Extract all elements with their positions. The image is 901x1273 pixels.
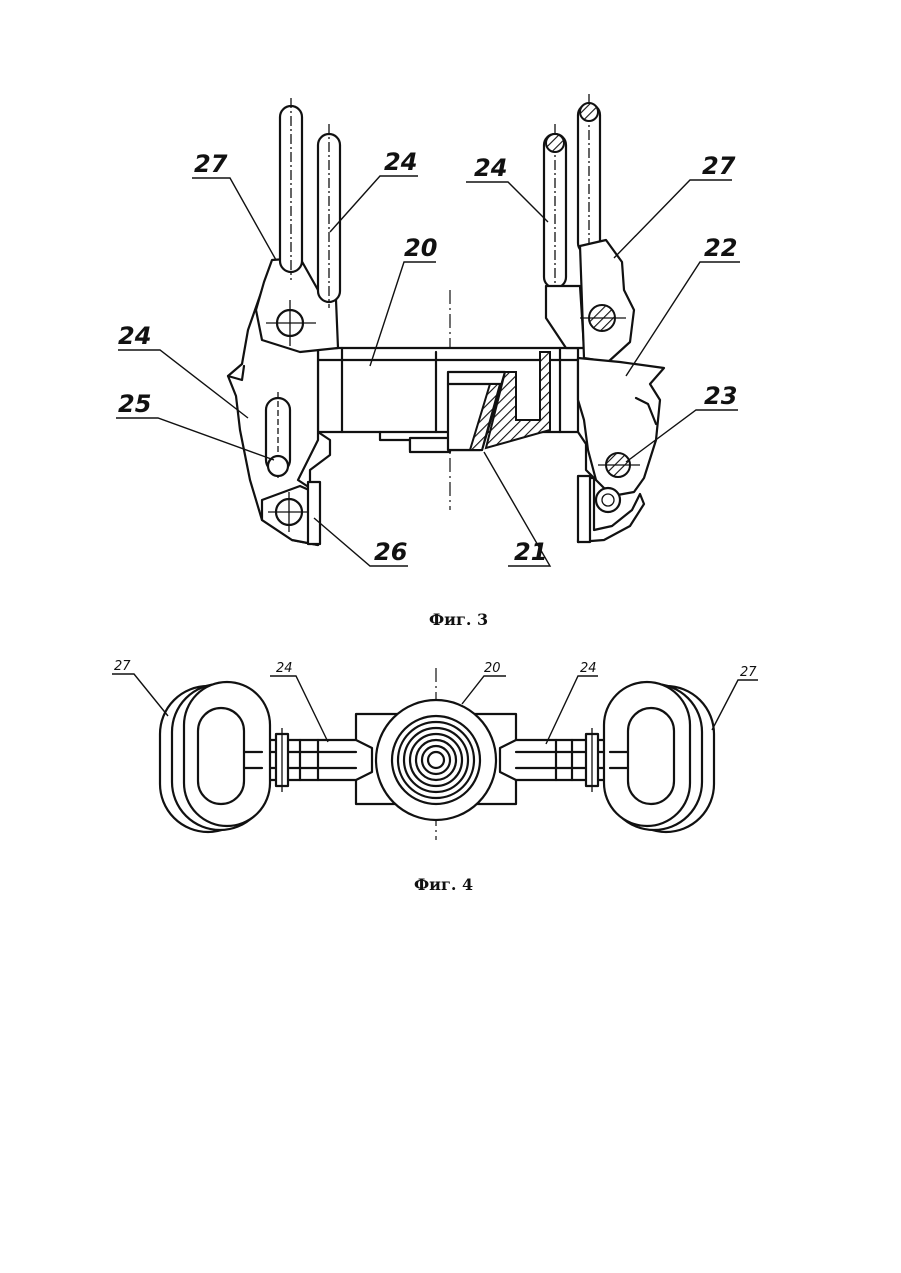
left-lever-27 bbox=[256, 98, 340, 352]
label-25: 25 bbox=[118, 390, 151, 418]
right-handle-27-top bbox=[604, 682, 714, 832]
left-handle-27-top bbox=[160, 682, 270, 832]
label-27-left: 27 bbox=[194, 150, 228, 178]
label-20-top: 20 bbox=[484, 661, 501, 676]
label-27-right-top: 27 bbox=[740, 665, 757, 680]
figure-3: 27 24 20 24 27 22 24 25 23 26 21 Фиг. 3 bbox=[116, 94, 740, 629]
central-body-20-top bbox=[356, 700, 516, 820]
label-24-left-side: 24 bbox=[118, 322, 151, 350]
label-22: 22 bbox=[704, 234, 737, 262]
label-24-left-top: 24 bbox=[384, 148, 417, 176]
label-23: 23 bbox=[704, 382, 737, 410]
label-27-left-top: 27 bbox=[114, 659, 131, 674]
label-27-right: 27 bbox=[702, 152, 736, 180]
label-20: 20 bbox=[404, 234, 437, 262]
label-26: 26 bbox=[374, 538, 407, 566]
figure-3-caption: Фиг. 3 bbox=[429, 610, 488, 629]
figure-4-caption: Фиг. 4 bbox=[414, 875, 473, 894]
right-clamp-22-23 bbox=[578, 358, 664, 542]
label-24-right-arm: 24 bbox=[580, 661, 597, 676]
label-24-left-arm: 24 bbox=[276, 661, 293, 676]
label-21: 21 bbox=[514, 538, 547, 566]
right-lever-27 bbox=[580, 240, 634, 362]
label-24-right-top: 24 bbox=[474, 154, 507, 182]
figure-4: 27 24 20 24 27 Фиг. 4 bbox=[112, 659, 758, 894]
